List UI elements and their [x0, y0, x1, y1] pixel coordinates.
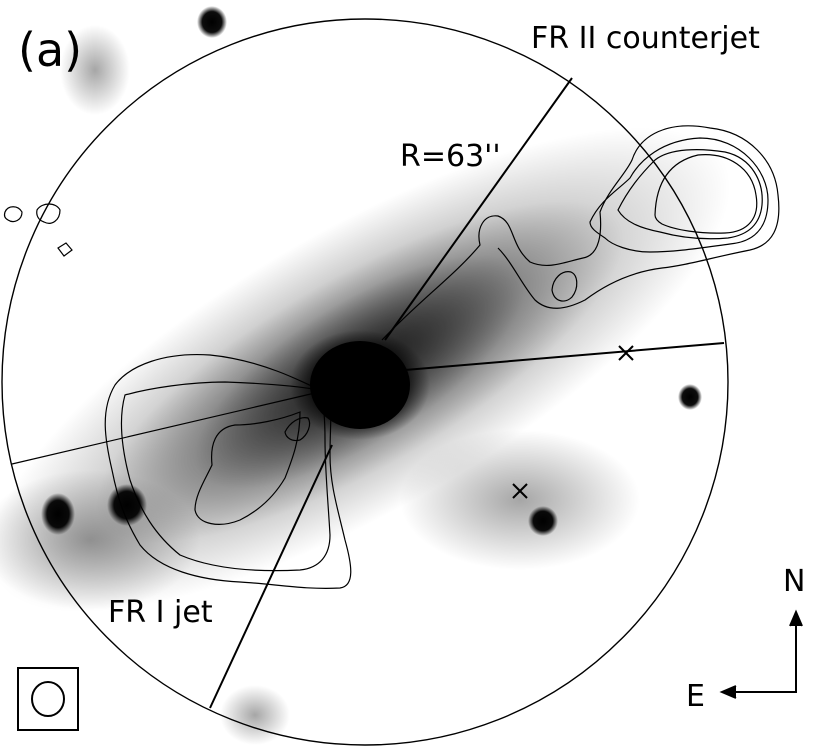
- sector-line-east: [11, 392, 316, 465]
- galaxy-core: [290, 330, 430, 440]
- point-source: [528, 506, 558, 536]
- contour-jet-knot: [284, 417, 311, 442]
- contour-jet-outer: [104, 353, 352, 589]
- radius-label: R=63'': [400, 139, 501, 174]
- cross-markers: [512, 345, 634, 499]
- sector-line-north: [384, 77, 573, 341]
- point-source: [678, 384, 702, 410]
- contour-counterjet-mid: [589, 137, 769, 253]
- compass-east-label: E: [686, 679, 705, 714]
- extraction-circle: [1, 18, 729, 746]
- compass-north-label: N: [783, 564, 805, 599]
- sector-line-west: [404, 342, 725, 371]
- contour-counterjet-inner: [617, 149, 763, 240]
- sector-line-southwest: [209, 444, 333, 709]
- cross-marker-icon: [618, 345, 634, 361]
- beam-box: [17, 667, 79, 731]
- contour-blob: [36, 203, 61, 224]
- point-source: [197, 6, 227, 38]
- contour-counterjet-core: [654, 154, 758, 234]
- contour-blob: [57, 242, 73, 257]
- contour-counterjet-outer: [381, 125, 780, 341]
- point-source: [107, 484, 147, 526]
- contour-knot: [551, 271, 578, 302]
- east-arrow-icon: [719, 685, 797, 699]
- north-arrow-icon: [789, 609, 803, 692]
- beam-ellipse-icon: [31, 681, 65, 717]
- contour-jet-inner: [194, 411, 301, 525]
- cross-marker-icon: [512, 483, 528, 499]
- compass: N E: [686, 564, 805, 714]
- counterjet-label: FR II counterjet: [531, 21, 760, 56]
- jet-label: FR I jet: [108, 595, 213, 630]
- contour-jet-mid: [120, 381, 331, 572]
- radio-contours: [3, 125, 780, 589]
- contour-blob: [3, 206, 23, 223]
- panel-label: (a): [18, 23, 82, 77]
- point-source: [41, 493, 75, 535]
- point-sources: [41, 6, 702, 536]
- sector-lines: [11, 77, 725, 709]
